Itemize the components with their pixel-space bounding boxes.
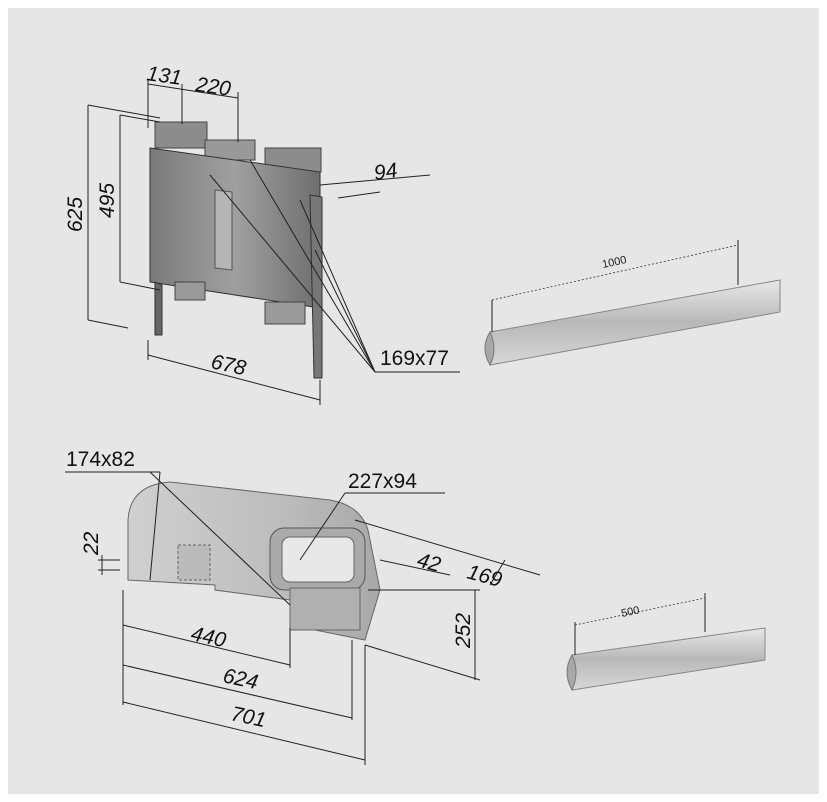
dim-625: 625 [64, 197, 87, 232]
dim-252: 252 [452, 613, 475, 649]
dim-22: 22 [80, 531, 103, 556]
port-label-227x94: 227x94 [348, 470, 417, 493]
dim-495: 495 [96, 183, 119, 218]
dim-500: 500 [620, 604, 640, 620]
dim-94: 94 [372, 159, 398, 185]
plenum-box [127, 481, 381, 641]
dim-131: 131 [145, 62, 183, 90]
dim-1000: 1000 [601, 254, 627, 271]
duct-500 [566, 593, 766, 692]
panel-background [8, 8, 819, 794]
dim-220: 220 [193, 73, 232, 101]
duct-1000 [484, 240, 781, 367]
unit-dimension-lines [87, 80, 460, 405]
port-label-169x77: 169x77 [380, 347, 449, 370]
port-label-174x82: 174x82 [66, 448, 135, 471]
plenum-dimension-lines [65, 471, 541, 765]
ventilation-unit [149, 121, 323, 379]
